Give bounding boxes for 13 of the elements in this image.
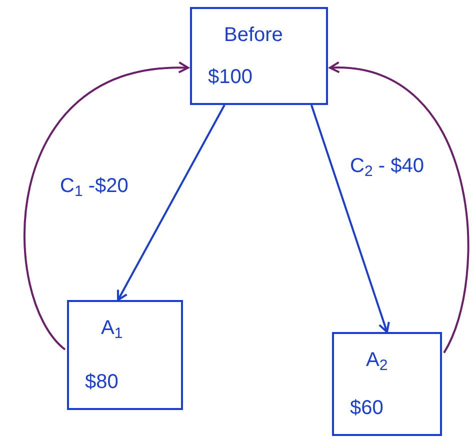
node-text: $100 (208, 65, 252, 90)
node-text: $60 (350, 396, 384, 421)
node-text: A$_{2}$ (366, 348, 388, 374)
process-box (190, 7, 328, 105)
node-text: A$_{1}$ (101, 316, 123, 342)
node-text: $80 (85, 370, 118, 395)
arrow (329, 62, 470, 354)
arrow (116, 104, 226, 301)
node-text: Before (224, 23, 283, 48)
arrow (310, 104, 390, 333)
arrow (24, 62, 189, 350)
process-box (332, 332, 442, 436)
process-box (67, 300, 183, 410)
